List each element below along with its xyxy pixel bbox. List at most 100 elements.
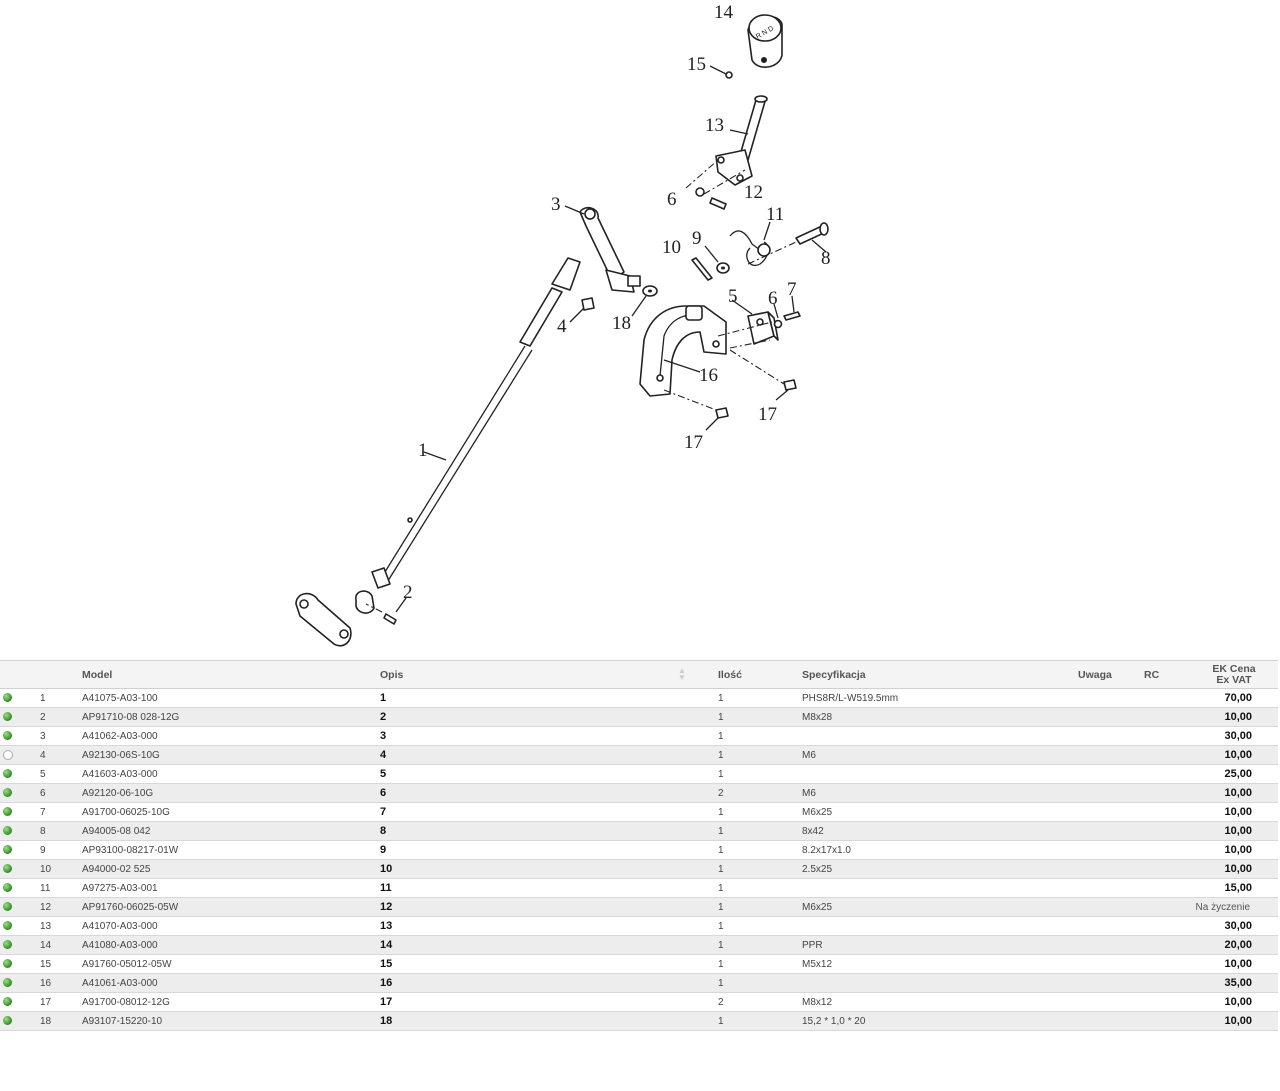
header-opis[interactable]: Opis	[380, 668, 404, 681]
header-uwaga[interactable]: Uwaga	[1078, 668, 1112, 681]
callout-4: 4	[557, 316, 567, 337]
part-5-block	[747, 311, 779, 345]
row-spec: PHS8R/L-W519.5mm	[802, 692, 899, 704]
row-opis: 11	[380, 882, 392, 894]
row-price: 10,00	[1224, 1015, 1252, 1027]
row-uwaga	[1078, 898, 1144, 917]
header-sort[interactable]: ▲▼	[678, 661, 718, 689]
row-rc	[1144, 708, 1190, 727]
header-rc[interactable]: RC	[1144, 668, 1160, 681]
header-ilosc[interactable]: Ilość	[718, 668, 742, 681]
header-status	[0, 661, 40, 689]
row-price: 20,00	[1224, 939, 1252, 951]
row-number: 18	[40, 1015, 52, 1027]
header-price[interactable]: EK Cena Ex VAT	[1190, 661, 1278, 689]
availability-status-icon	[3, 769, 12, 779]
row-price: 10,00	[1224, 806, 1252, 818]
parts-table: Model Opis ▲▼ Ilość Specyfikacja Uwaga R…	[0, 660, 1278, 1031]
row-model: A92130-06S-10G	[82, 749, 160, 761]
row-spec	[802, 917, 1078, 936]
row-uwaga	[1078, 784, 1144, 803]
row-uwaga	[1078, 955, 1144, 974]
row-uwaga	[1078, 1012, 1144, 1031]
availability-status-icon	[3, 807, 12, 817]
row-opis: 9	[380, 844, 387, 856]
row-model: A41603-A03-000	[82, 768, 158, 780]
row-uwaga	[1078, 746, 1144, 765]
row-number: 10	[40, 863, 52, 875]
row-qty: 1	[718, 844, 724, 856]
callout-9: 9	[692, 228, 702, 249]
row-uwaga	[1078, 993, 1144, 1012]
row-uwaga	[1078, 689, 1144, 708]
sort-arrows-icon[interactable]: ▲▼	[678, 665, 686, 682]
callout-2: 2	[403, 582, 413, 603]
availability-status-icon	[3, 693, 12, 703]
row-uwaga	[1078, 917, 1144, 936]
row-opis: 17	[380, 996, 393, 1008]
row-rc	[1144, 860, 1190, 879]
availability-status-icon	[3, 1016, 12, 1026]
row-model: A91700-06025-10G	[82, 806, 170, 818]
row-qty: 1	[718, 939, 724, 951]
callout-18: 18	[612, 313, 631, 334]
row-price: 30,00	[1224, 920, 1252, 932]
row-rc	[1144, 974, 1190, 993]
row-spacer	[678, 860, 718, 879]
row-opis: 1	[380, 692, 387, 704]
part-11-spring	[729, 230, 771, 267]
row-spec: M6x25	[802, 806, 833, 818]
row-model: A97275-A03-001	[82, 882, 158, 894]
availability-status-icon	[3, 959, 12, 969]
row-qty: 1	[718, 749, 724, 761]
row-status-cell	[0, 841, 40, 860]
row-rc	[1144, 955, 1190, 974]
row-qty: 1	[718, 920, 724, 932]
row-price: Na życzenie	[1195, 901, 1250, 913]
header-specyfikacja[interactable]: Specyfikacja	[802, 668, 866, 681]
row-qty: 1	[718, 825, 724, 837]
row-spacer	[678, 917, 718, 936]
row-spec: M8x28	[802, 711, 833, 723]
row-opis: 7	[380, 806, 387, 818]
row-model: A41075-A03-100	[82, 692, 158, 704]
row-spec	[802, 879, 1078, 898]
row-qty: 1	[718, 711, 724, 723]
header-model[interactable]: Model	[82, 668, 113, 681]
row-rc	[1144, 1012, 1190, 1031]
row-uwaga	[1078, 860, 1144, 879]
row-spec: M6	[802, 787, 816, 799]
row-number: 3	[40, 730, 46, 742]
row-model: A41080-A03-000	[82, 939, 158, 951]
row-spec	[802, 765, 1078, 784]
row-price: 30,00	[1224, 730, 1252, 742]
row-spacer	[678, 689, 718, 708]
row-uwaga	[1078, 936, 1144, 955]
row-number: 8	[40, 825, 46, 837]
row-price: 10,00	[1224, 711, 1252, 723]
row-model: AP93100-08217-01W	[82, 844, 179, 856]
row-status-cell	[0, 879, 40, 898]
availability-status-icon	[3, 749, 13, 760]
row-model: A91760-05012-05W	[82, 958, 172, 970]
row-spec: M6	[802, 749, 816, 761]
